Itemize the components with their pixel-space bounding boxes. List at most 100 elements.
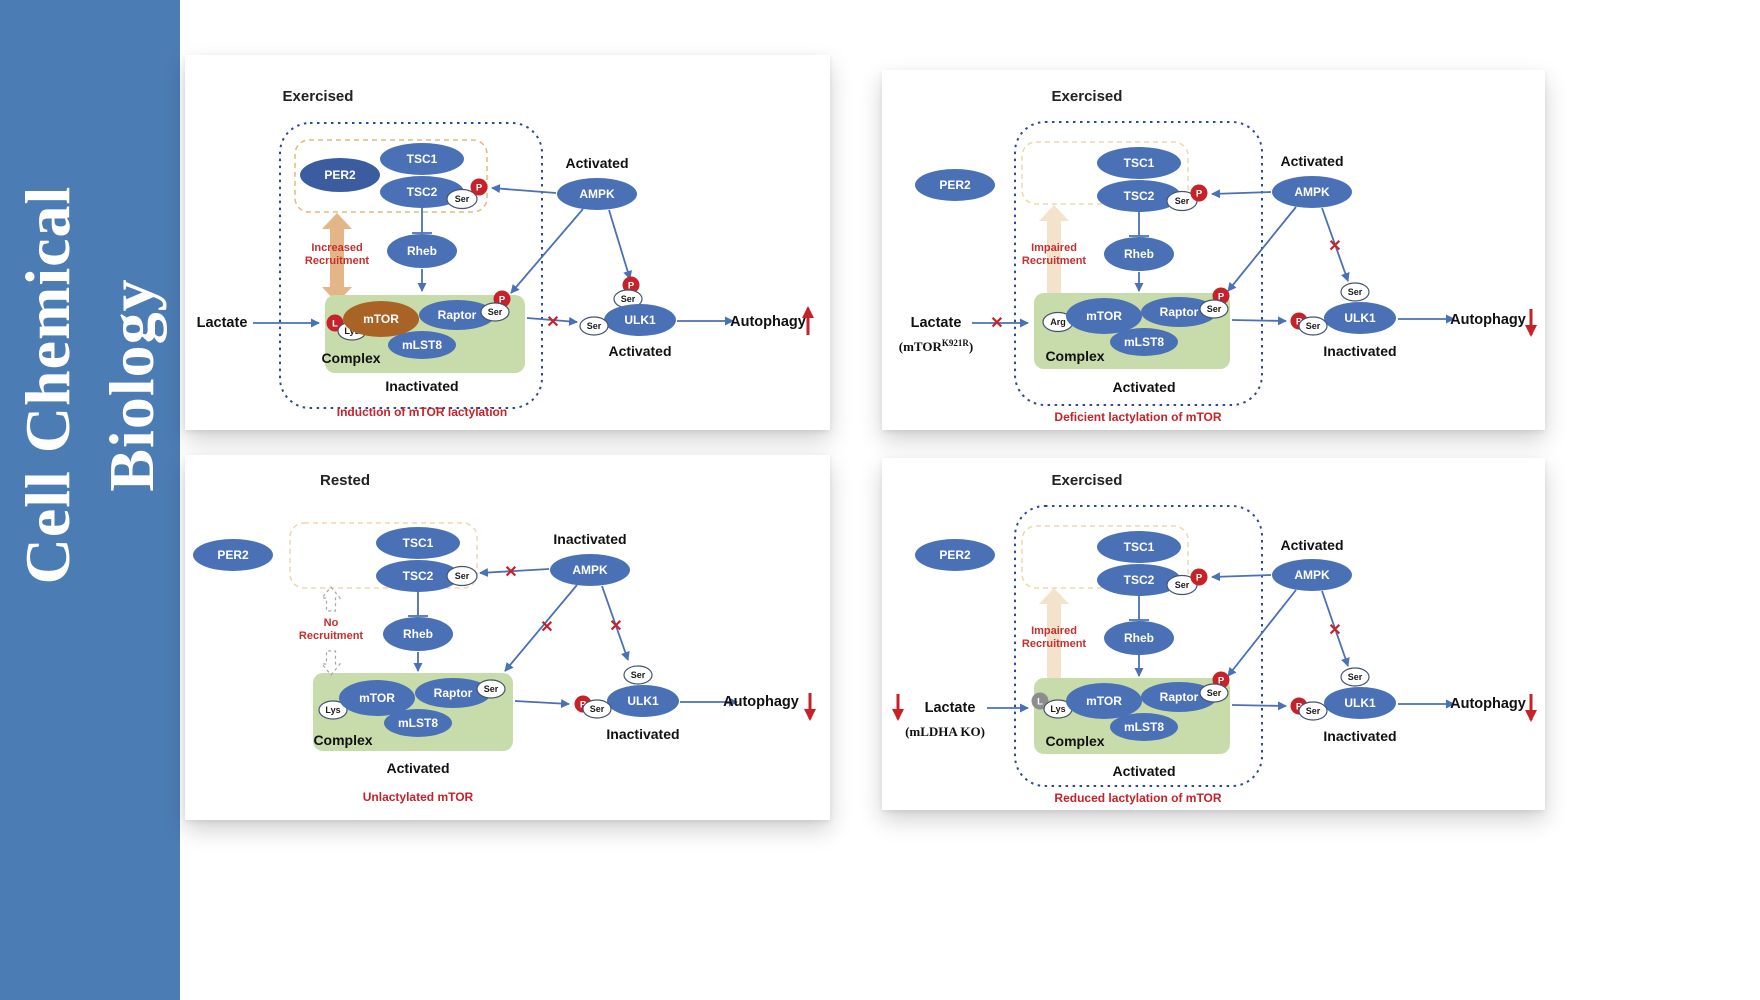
svg-text:Lys: Lys	[325, 705, 340, 715]
svg-text:Lys: Lys	[344, 326, 359, 336]
mlst8-node: mLST8	[1110, 328, 1178, 356]
panel-title: Exercised	[1052, 472, 1123, 489]
mtor-node: mTOR	[339, 680, 415, 716]
arrow-ampk-to-tsc2	[479, 568, 550, 578]
panel-exercised-deficient: Exercised ✕ ✕ PER2 TSC1 TSC2 Ser P Activ…	[882, 70, 1545, 430]
svg-text:mTOR: mTOR	[1086, 309, 1122, 323]
complex-state-label: Activated	[386, 760, 449, 776]
tsc2-node: TSC2	[380, 176, 464, 208]
lactyl-badge: L	[1031, 692, 1049, 710]
recruitment-label-2: Recruitment	[1022, 638, 1087, 650]
svg-text:Ser: Ser	[621, 294, 636, 304]
rheb-node: Rheb	[383, 617, 453, 651]
svg-text:AMPK: AMPK	[572, 563, 608, 577]
lactate-label: Lactate	[911, 315, 962, 331]
ulk1-phospho-badge: P	[622, 276, 640, 294]
panel-title: Rested	[320, 472, 370, 489]
ampk-state-label: Activated	[565, 155, 628, 171]
svg-text:mTOR: mTOR	[359, 691, 395, 705]
arrow-ampk-to-tsc2	[1211, 572, 1272, 582]
svg-text:Ser: Ser	[631, 670, 646, 680]
svg-text:ULK1: ULK1	[1344, 311, 1376, 325]
svg-text:Rheb: Rheb	[403, 627, 433, 641]
svg-text:Ser: Ser	[1175, 196, 1190, 206]
arrow-ampk-to-ulk1	[1321, 207, 1350, 282]
raptor-node: Raptor	[419, 300, 495, 330]
recruitment-label-1: Impaired	[1031, 242, 1077, 254]
autophagy-label: Autophagy	[730, 314, 806, 330]
complex-label: Complex	[1045, 348, 1104, 364]
svg-text:P: P	[476, 183, 483, 194]
recruitment-arrow	[1039, 205, 1069, 313]
complex-state-label: Activated	[1112, 763, 1175, 779]
svg-text:P: P	[1196, 189, 1203, 200]
tsc2-phospho-badge: P	[1190, 184, 1208, 202]
panel-title: Exercised	[283, 88, 354, 105]
svg-text:TSC1: TSC1	[407, 152, 438, 166]
ulk1-ser-left-badge: Ser	[1298, 701, 1328, 721]
arg-badge: Arg	[1042, 311, 1074, 333]
panel4-diagram: Exercised ✕ PER2 TSC1 TSC2 Ser P Activat…	[892, 472, 1537, 805]
svg-text:Rheb: Rheb	[407, 244, 437, 258]
rheb-node: Rheb	[1104, 237, 1174, 271]
ampk-state-label: Activated	[1280, 153, 1343, 169]
pathway-dotted-border	[1014, 121, 1263, 406]
svg-text:Arg: Arg	[1050, 317, 1066, 327]
journal-title-line2: Biology	[96, 278, 167, 492]
svg-text:P: P	[1218, 676, 1225, 687]
tsc1-node: TSC1	[1097, 531, 1181, 563]
journal-title-line1: Cell Chemical	[12, 185, 83, 585]
ulk1-node: ULK1	[607, 685, 679, 717]
svg-text:TSC2: TSC2	[407, 185, 438, 199]
per2-node: PER2	[915, 169, 995, 201]
lys-badge: Lys	[1043, 699, 1073, 719]
lactate-label: Lactate	[925, 700, 976, 716]
tsc2-phospho-badge: P	[470, 178, 488, 196]
complex-state-label: Inactivated	[385, 378, 458, 394]
recruitment-label-1: No	[324, 617, 339, 629]
tsc1-node: TSC1	[380, 143, 464, 175]
blocked-x-icon: ✕	[546, 314, 559, 331]
mtor-node: mTOR	[1066, 683, 1142, 719]
svg-text:TSC1: TSC1	[1124, 540, 1155, 554]
pathway-dotted-border	[1014, 505, 1263, 787]
tsc2-ser-badge: Ser	[446, 565, 478, 587]
ulk1-node: ULK1	[604, 304, 676, 336]
arrow-complex-to-ulk1	[514, 699, 570, 709]
svg-text:Ser: Ser	[1175, 580, 1190, 590]
arrow-ampk-to-ulk1	[608, 209, 632, 280]
svg-text:ULK1: ULK1	[624, 313, 656, 327]
ulk1-ser-left-badge: Ser	[582, 699, 612, 719]
complex-state-label: Activated	[1112, 379, 1175, 395]
svg-text:mLST8: mLST8	[402, 338, 442, 352]
svg-text:ULK1: ULK1	[1344, 696, 1376, 710]
panel-exercised-induction: Exercised ✕ PER2 TSC1 TSC2 Ser P Activat…	[185, 55, 830, 430]
ampk-node: AMPK	[550, 554, 630, 586]
svg-text:AMPK: AMPK	[1294, 185, 1330, 199]
tsc1-node: TSC1	[1097, 147, 1181, 179]
recruitment-label-1: Impaired	[1031, 625, 1077, 637]
tsc2-ser-badge: Ser	[446, 188, 478, 210]
svg-text:Ser: Ser	[1207, 688, 1222, 698]
ulk1-ser-top-badge: Ser	[623, 665, 653, 685]
recruitment-arrow	[1039, 588, 1069, 696]
complex-ser-badge: Ser	[476, 679, 506, 699]
svg-text:L: L	[1037, 697, 1043, 708]
svg-text:TSC1: TSC1	[1124, 156, 1155, 170]
svg-text:Ser: Ser	[488, 307, 503, 317]
rheb-node: Rheb	[1104, 621, 1174, 655]
recruitment-arrow	[322, 213, 352, 303]
ulk1-state-label: Inactivated	[606, 726, 679, 742]
svg-text:TSC2: TSC2	[403, 569, 434, 583]
svg-text:PER2: PER2	[939, 178, 971, 192]
complex-ser-badge: Ser	[1199, 299, 1229, 319]
svg-text:Ser: Ser	[590, 704, 605, 714]
ampk-node: AMPK	[557, 178, 637, 210]
complex-label: Complex	[1045, 733, 1104, 749]
ulk1-state-label: Inactivated	[1323, 728, 1396, 744]
arrow-ampk-to-tsc2	[491, 184, 557, 194]
svg-text:Ser: Ser	[1207, 304, 1222, 314]
mtor-node: mTOR	[343, 301, 419, 337]
panel1-diagram: Exercised ✕ PER2 TSC1 TSC2 Ser P Activat…	[197, 88, 814, 419]
blocked-x-icon: ✕	[990, 315, 1003, 332]
